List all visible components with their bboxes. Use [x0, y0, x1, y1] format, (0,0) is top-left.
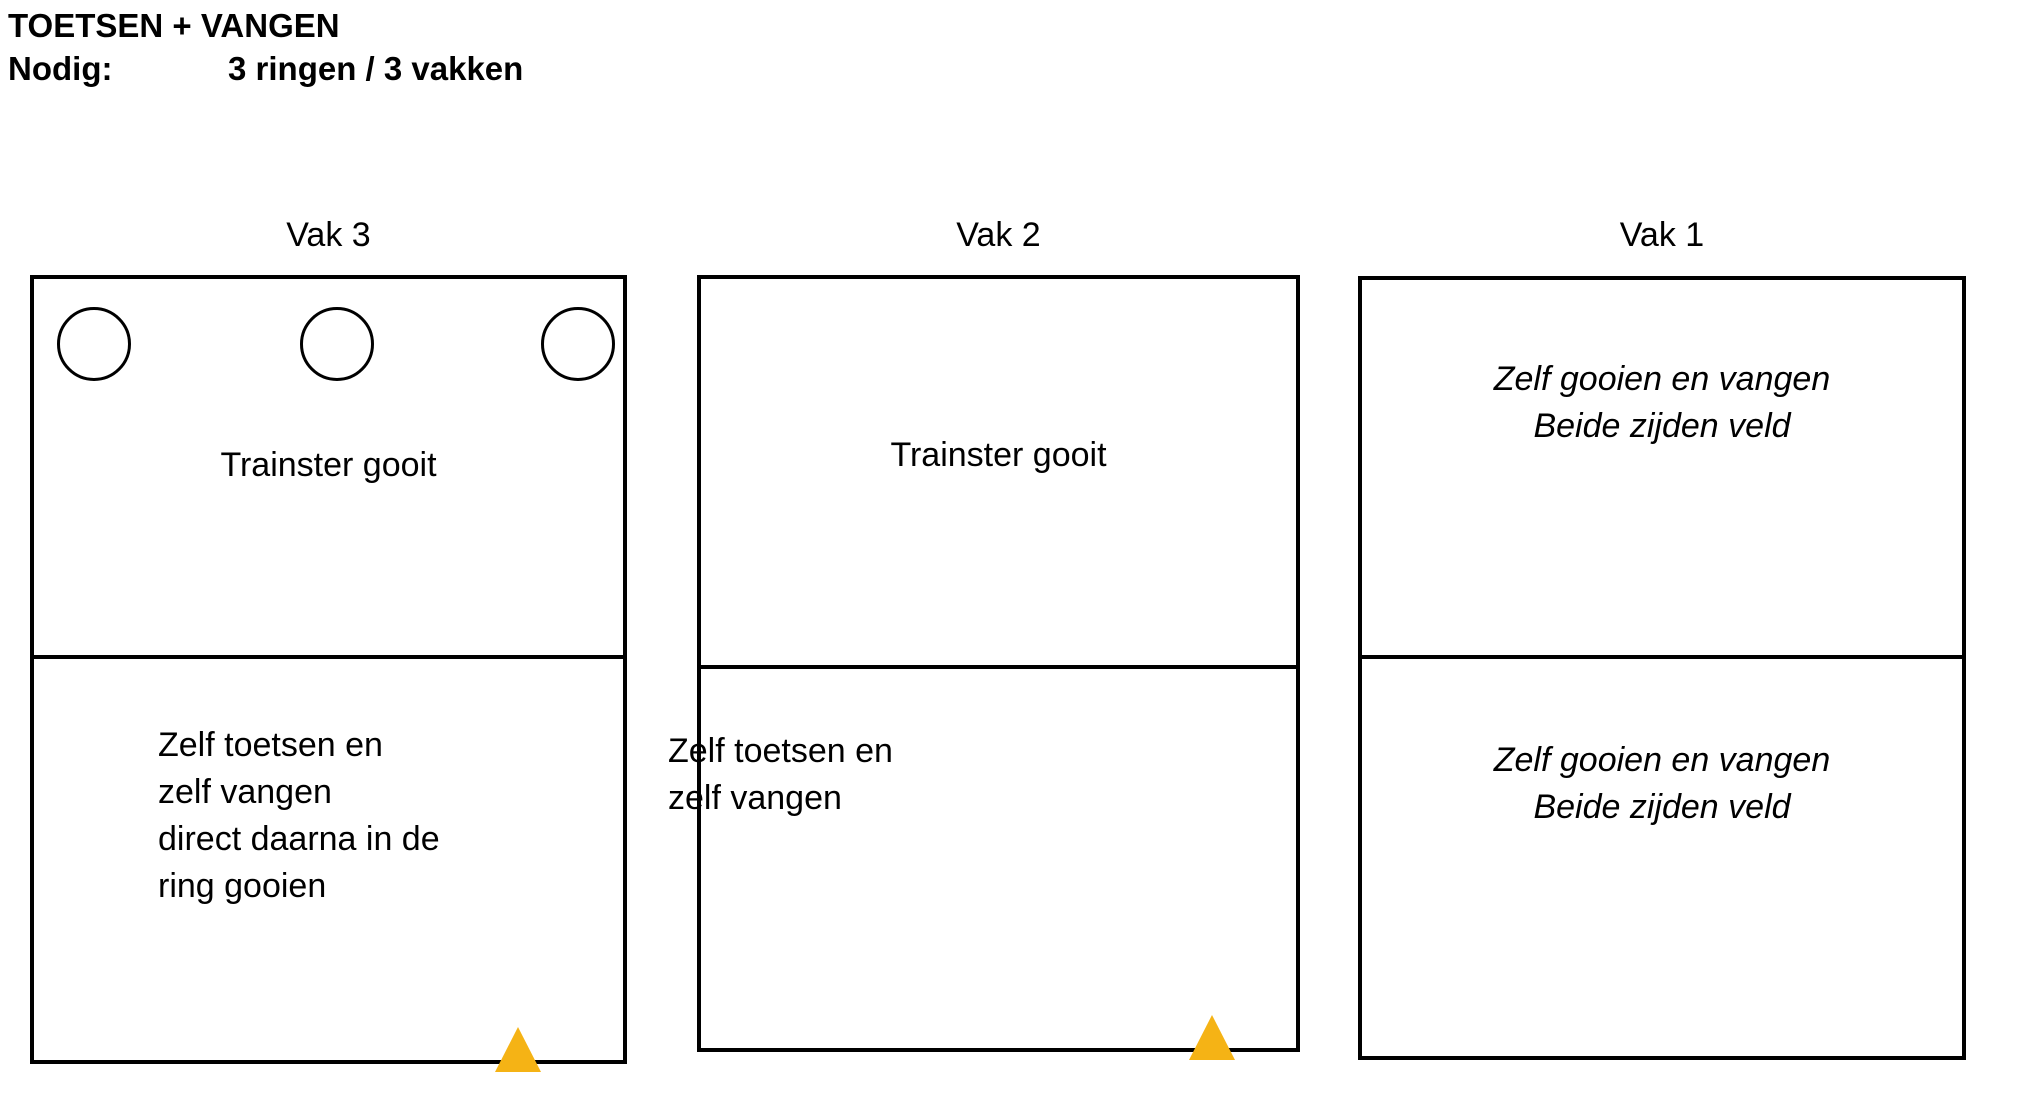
court-vak-3-bottom-half: Zelf toetsen en zelf vangen direct daarn…	[34, 655, 623, 1060]
court-vak-1-top-text: Zelf gooien en vangen Beide zijden veld	[1493, 360, 1831, 445]
ring-icon	[57, 307, 131, 381]
court-vak-2-top-text: Trainster gooit	[890, 436, 1107, 474]
needs-row: Nodig: 3 ringen / 3 vakken	[8, 47, 1208, 90]
cone-icon-vak-2	[1189, 1015, 1235, 1060]
court-vak-1-top-half: Zelf gooien en vangen Beide zijden veld	[1362, 280, 1962, 663]
court-vak-1[interactable]: Zelf gooien en vangen Beide zijden veld …	[1358, 276, 1966, 1060]
court-title-vak-1: Vak 1	[1619, 216, 1705, 254]
court-vak-2-bottom-half: Zelf toetsen en zelf vangen	[668, 665, 1296, 1048]
court-vak-3-top-text: Trainster gooit	[220, 446, 437, 484]
court-vak-3[interactable]: Trainster gooit Zelf toetsen en zelf van…	[30, 275, 627, 1064]
needs-label: Nodig:	[8, 50, 113, 87]
court-title-vak-3: Vak 3	[286, 216, 371, 254]
court-vak-2[interactable]: Trainster gooit Zelf toetsen en zelf van…	[668, 275, 1300, 1052]
court-vak-1-bottom-text: Zelf gooien en vangen Beide zijden veld	[1493, 741, 1831, 826]
court-vak-3-top-half: Trainster gooit	[34, 279, 623, 663]
page-title: TOETSEN + VANGEN	[8, 7, 340, 44]
ring-icon	[541, 307, 615, 381]
header-block: TOETSEN + VANGEN Nodig: 3 ringen / 3 vak…	[8, 4, 1208, 90]
court-vak-2-bottom-text: Zelf toetsen en zelf vangen	[668, 732, 893, 817]
ring-icon	[300, 307, 374, 381]
court-title-vak-2: Vak 2	[956, 216, 1041, 254]
court-vak-2-top-half: Trainster gooit	[701, 279, 1296, 673]
court-vak-1-bottom-half: Zelf gooien en vangen Beide zijden veld	[1362, 655, 1962, 1056]
needs-value: 3 ringen / 3 vakken	[228, 50, 524, 87]
cone-icon-vak-3	[495, 1027, 541, 1072]
court-vak-3-bottom-text: Zelf toetsen en zelf vangen direct daarn…	[158, 726, 440, 905]
